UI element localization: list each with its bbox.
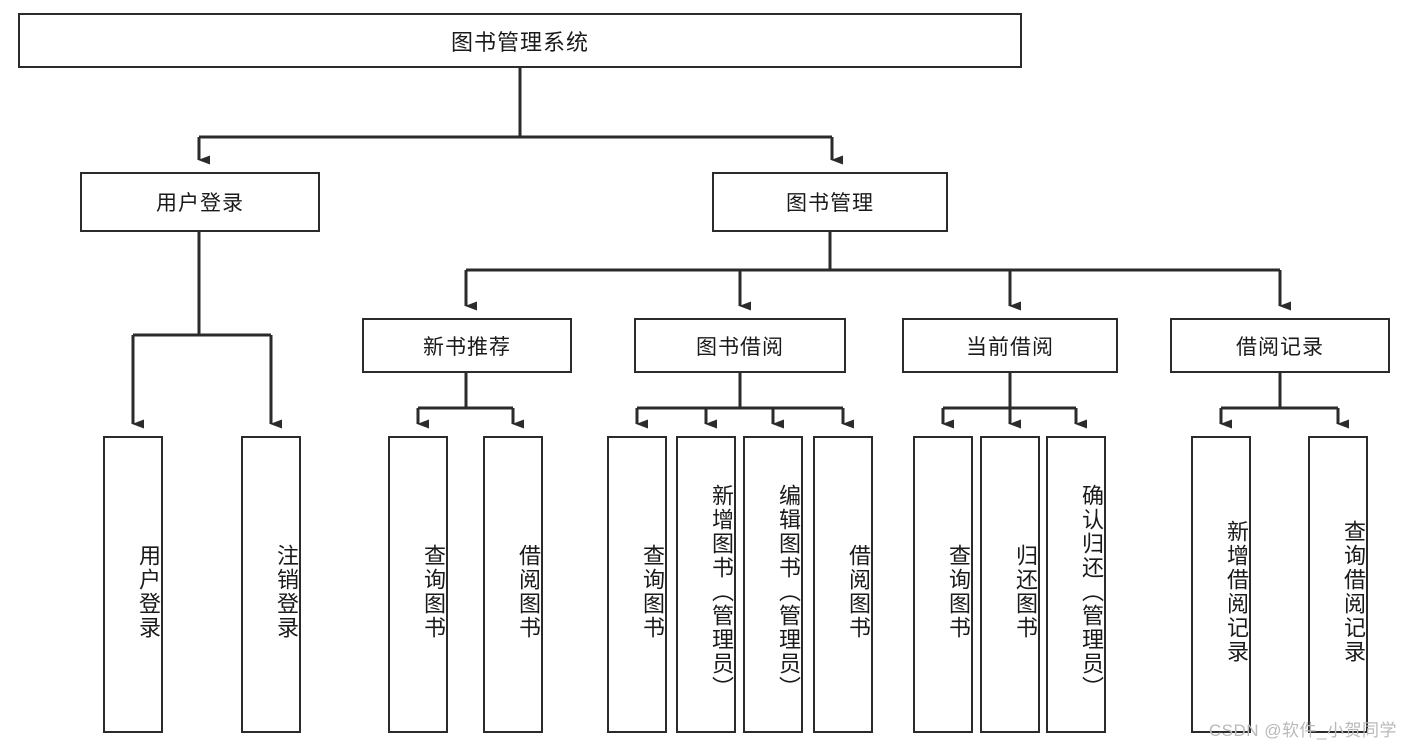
leaf-borrow-edit-book-admin[interactable]: 编辑图书（管理员） bbox=[743, 436, 803, 733]
node-user-login[interactable]: 用户登录 bbox=[80, 172, 320, 232]
node-current-borrow[interactable]: 当前借阅 bbox=[902, 318, 1118, 373]
leaf-recommend-borrow-book[interactable]: 借阅图书 bbox=[483, 436, 543, 733]
watermark: CSDN @软件_小贺同学 bbox=[1208, 721, 1397, 740]
leaf-borrow-borrow-book[interactable]: 借阅图书 bbox=[813, 436, 873, 733]
node-book-borrow[interactable]: 图书借阅 bbox=[634, 318, 846, 373]
leaf-current-query-book[interactable]: 查询图书 bbox=[913, 436, 973, 733]
leaf-user-login-login[interactable]: 用户登录 bbox=[103, 436, 163, 733]
node-book-management[interactable]: 图书管理 bbox=[712, 172, 948, 232]
node-borrow-record[interactable]: 借阅记录 bbox=[1170, 318, 1390, 373]
leaf-current-return-book[interactable]: 归还图书 bbox=[980, 436, 1040, 733]
node-new-book-recommend[interactable]: 新书推荐 bbox=[362, 318, 572, 373]
leaf-record-add-record[interactable]: 新增借阅记录 bbox=[1191, 436, 1251, 733]
leaf-borrow-query-book[interactable]: 查询图书 bbox=[607, 436, 667, 733]
leaf-borrow-add-book-admin[interactable]: 新增图书（管理员） bbox=[676, 436, 736, 733]
leaf-recommend-query-book[interactable]: 查询图书 bbox=[388, 436, 448, 733]
node-root-system[interactable]: 图书管理系统 bbox=[18, 13, 1022, 68]
leaf-user-login-logout[interactable]: 注销登录 bbox=[241, 436, 301, 733]
leaf-record-query-record[interactable]: 查询借阅记录 bbox=[1308, 436, 1368, 733]
leaf-current-confirm-return-admin[interactable]: 确认归还（管理员） bbox=[1046, 436, 1106, 733]
